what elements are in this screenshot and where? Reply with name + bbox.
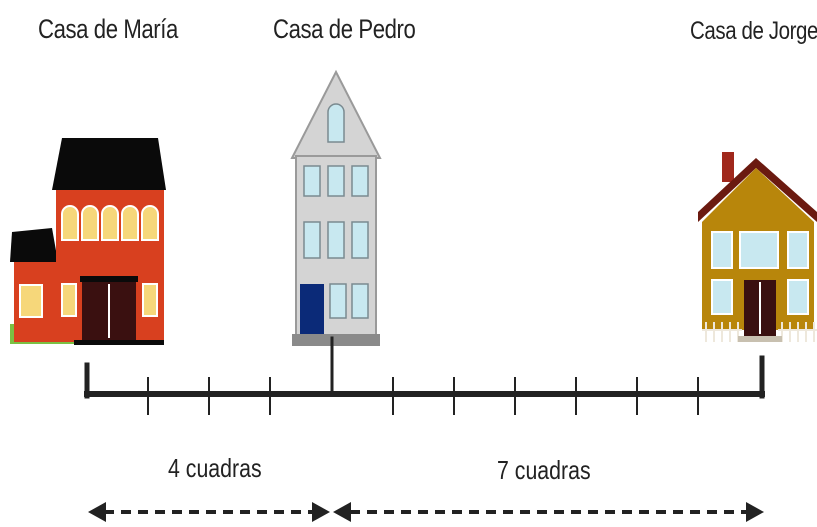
arrowhead-right <box>746 502 764 522</box>
house-label-maria: Casa de María <box>38 14 178 44</box>
distance-arrows <box>88 502 764 522</box>
number-line <box>84 336 765 415</box>
house-maria <box>10 138 166 345</box>
arrowhead-left <box>333 502 351 522</box>
arrowhead-right <box>312 502 330 522</box>
house-jorge <box>698 152 817 342</box>
house-label-jorge: Casa de Jorge <box>690 17 817 45</box>
arrowhead-left <box>88 502 106 522</box>
house-label-pedro: Casa de Pedro <box>273 14 416 44</box>
house-pedro <box>290 69 382 346</box>
block-ticks <box>147 377 699 415</box>
distance-label-maria-pedro: 4 cuadras <box>168 453 262 483</box>
distance-label-pedro-jorge: 7 cuadras <box>497 455 591 485</box>
